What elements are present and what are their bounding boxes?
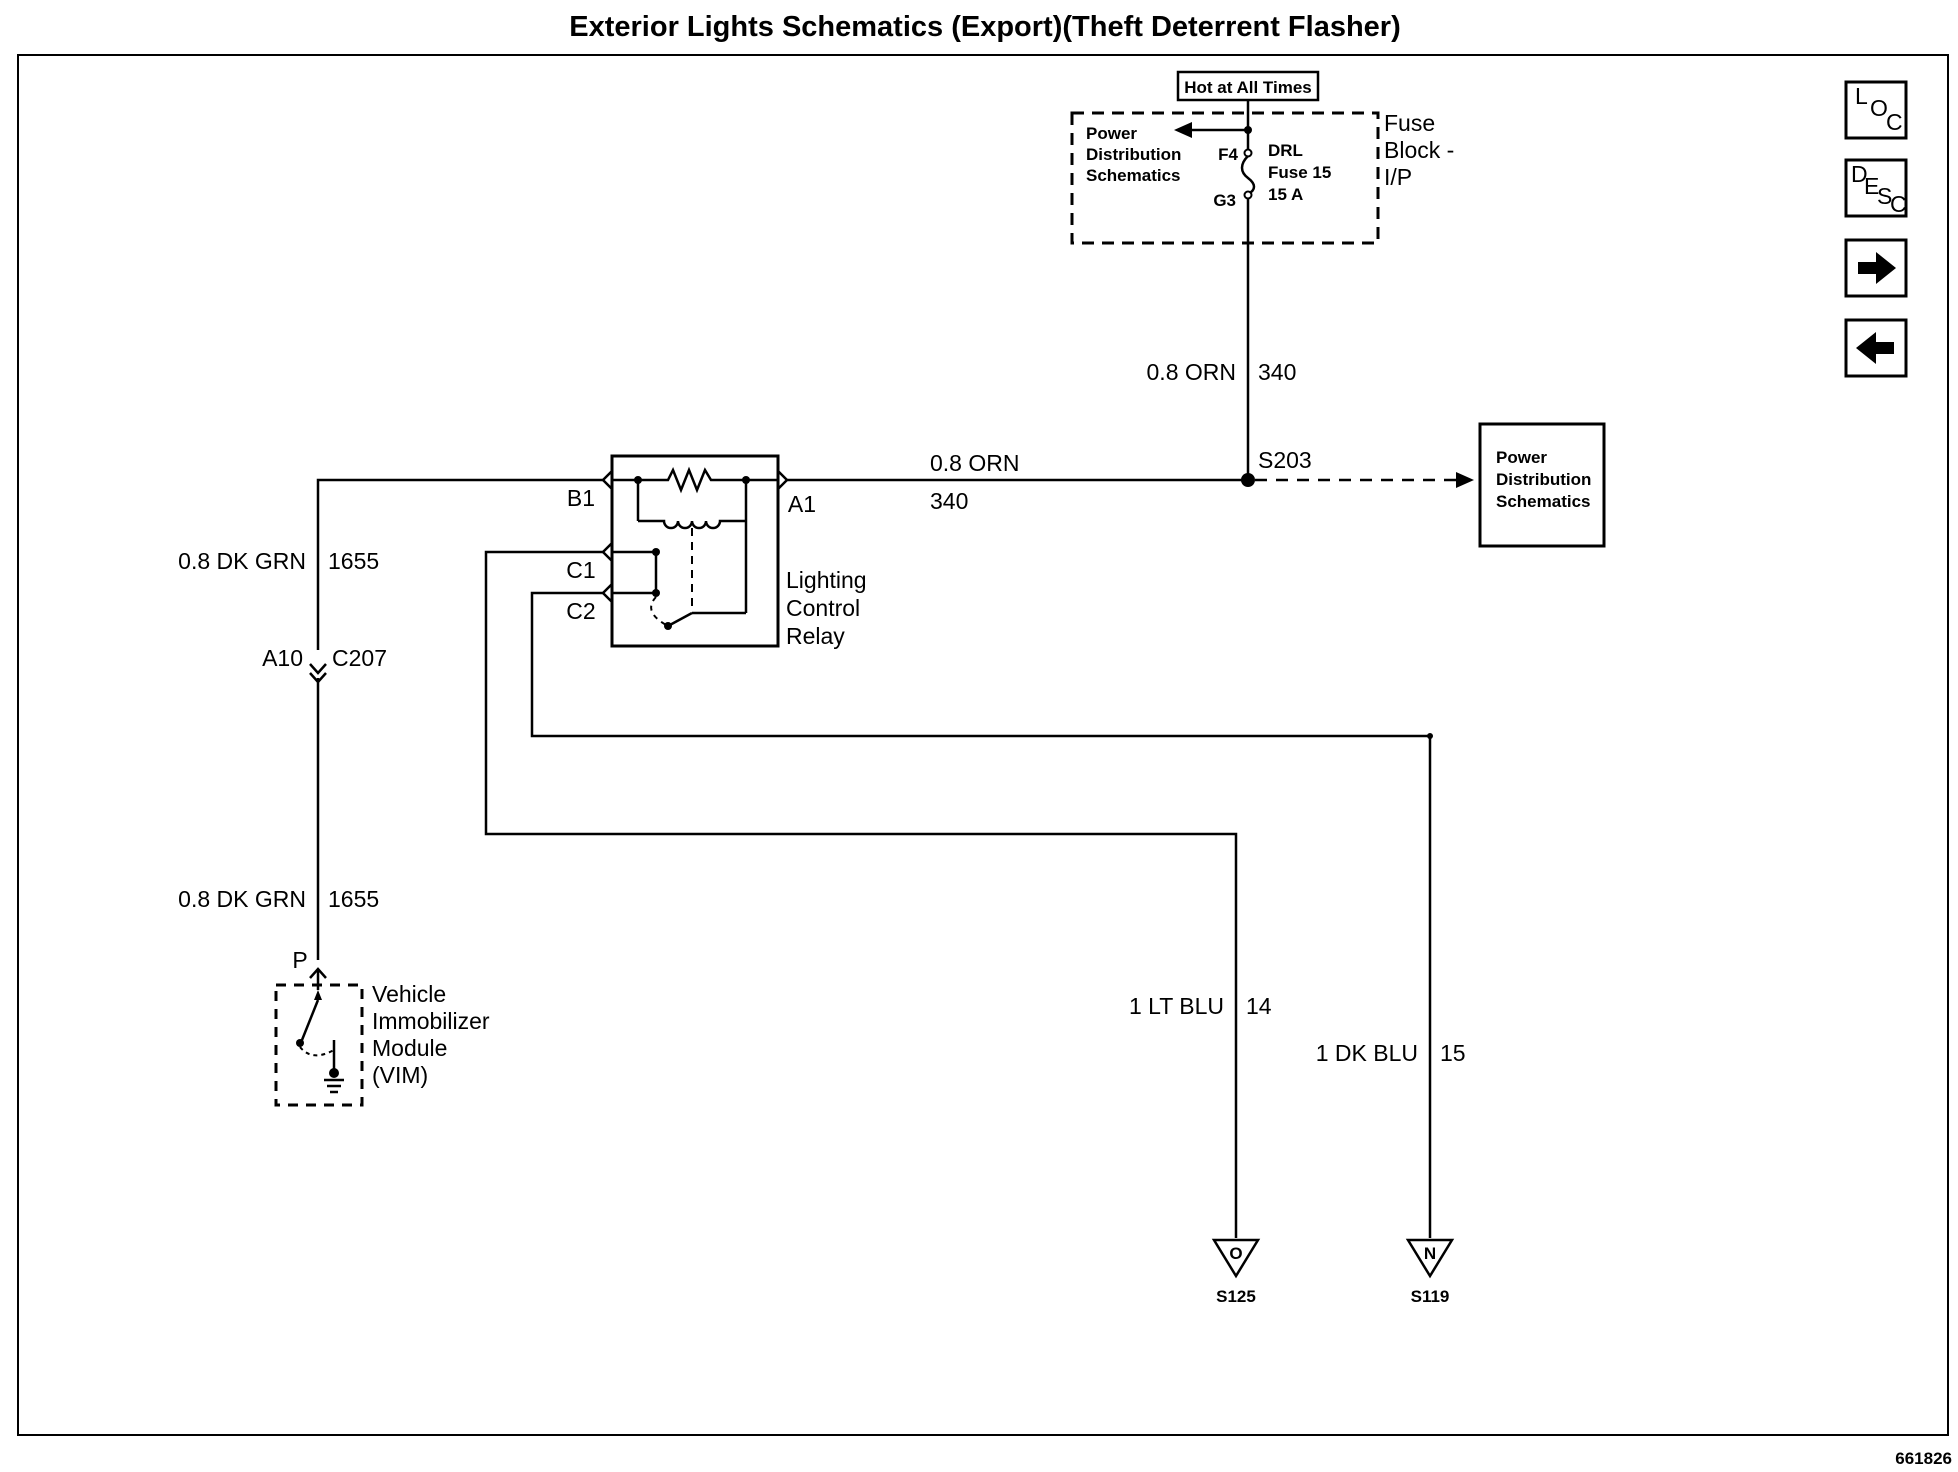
prev-page-button[interactable] xyxy=(1844,318,1908,378)
wire-340-vertical-circuit: 340 xyxy=(1258,359,1296,385)
relay-name-line-3: Relay xyxy=(786,623,845,649)
arrow-right-icon xyxy=(1456,472,1474,488)
hot-at-all-times-label: Hot at All Times xyxy=(1184,78,1312,97)
wire-340-vertical: 0.8 ORN 340 xyxy=(1147,199,1296,480)
splice-s203-dot xyxy=(1241,473,1255,487)
arrow-left-icon xyxy=(1856,332,1894,364)
splice-ref-s119-letter: N xyxy=(1424,1244,1436,1263)
vim-name-line-1: Vehicle xyxy=(372,981,446,1007)
wire-1655: 0.8 DK GRN 1655 A10 C207 0.8 DK GRN 1655 xyxy=(178,478,603,960)
wire-14-circuit: 14 xyxy=(1246,993,1272,1019)
fuse-label-line-1: DRL xyxy=(1268,141,1303,160)
fuse-block-name-line-2: Block - xyxy=(1384,137,1454,163)
connector-pin-a10: A10 xyxy=(262,645,303,671)
wire-1655-lower-circuit: 1655 xyxy=(328,886,379,912)
wire-1655-upper-circuit: 1655 xyxy=(328,548,379,574)
fuse-block-name-line-3: I/P xyxy=(1384,164,1412,190)
desc-button[interactable]: D E S C xyxy=(1844,158,1908,218)
fuse-block: Hot at All Times Power Distribution Sche… xyxy=(1070,70,1454,245)
desc-letter-d: D xyxy=(1851,161,1868,187)
fuse-power-ref-line-1: Power xyxy=(1086,124,1137,143)
relay-pin-a1: A1 xyxy=(788,491,816,517)
wire-340-vertical-gauge: 0.8 ORN xyxy=(1147,359,1236,385)
vim-name-line-4: (VIM) xyxy=(372,1062,428,1088)
connector-name-c207: C207 xyxy=(332,645,387,671)
relay-pin-b1: B1 xyxy=(567,485,595,511)
fuse-block-name-line-1: Fuse xyxy=(1384,110,1435,136)
relay-coil-symbol xyxy=(638,519,746,530)
power-box-line-1: Power xyxy=(1496,448,1547,467)
relay-name-line-1: Lighting xyxy=(786,567,867,593)
wire-340-horizontal: 0.8 ORN 340 xyxy=(786,450,1242,514)
fuse-symbol xyxy=(1240,155,1256,196)
wire-15: 1 DK BLU 15 xyxy=(530,591,1466,1238)
loc-letter-c: C xyxy=(1886,109,1903,135)
splice-s203-label: S203 xyxy=(1258,447,1312,473)
vim-name-line-3: Module xyxy=(372,1035,447,1061)
lighting-control-relay: B1 A1 C1 C2 Lighting Control Relay xyxy=(566,454,867,649)
vim-pin-p: P xyxy=(292,947,307,973)
vim-name-line-2: Immobilizer xyxy=(372,1008,490,1034)
relay-pin-c2: C2 xyxy=(566,598,595,624)
power-box-line-2: Distribution xyxy=(1496,470,1591,489)
wire-15-gauge: 1 DK BLU xyxy=(1316,1040,1418,1066)
splice-ref-s125-letter: O xyxy=(1229,1244,1242,1263)
loc-letter-l: L xyxy=(1855,83,1868,109)
splice-ref-s125[interactable]: O S125 xyxy=(1211,1238,1261,1306)
fuse-power-ref-line-3: Schematics xyxy=(1086,166,1181,185)
splice-ref-s119[interactable]: N S119 xyxy=(1405,1238,1455,1306)
arrow-right-icon xyxy=(1858,252,1896,284)
splice-ref-s125-label: S125 xyxy=(1216,1287,1256,1306)
fuse-block-outline xyxy=(1070,111,1380,245)
fuse-pin-f4: F4 xyxy=(1218,145,1238,164)
fuse-label-line-2: Fuse 15 xyxy=(1268,163,1331,182)
wire-1655-upper-gauge: 0.8 DK GRN xyxy=(178,548,306,574)
loc-letter-o: O xyxy=(1870,95,1888,121)
next-page-button[interactable] xyxy=(1844,238,1908,298)
wire-14: 1 LT BLU 14 xyxy=(484,550,1272,1238)
relay-name-line-2: Control xyxy=(786,595,860,621)
vehicle-immobilizer-module: P Vehicle Immobilizer Module (VIM) xyxy=(274,947,490,1107)
figure-id: 661826 xyxy=(1895,1449,1952,1468)
fuse-label-line-3: 15 A xyxy=(1268,185,1303,204)
fuse-power-ref-line-2: Distribution xyxy=(1086,145,1181,164)
wire-1655-lower-gauge: 0.8 DK GRN xyxy=(178,886,306,912)
fuse-pin-g3: G3 xyxy=(1213,191,1236,210)
wire-340-horizontal-circuit: 340 xyxy=(930,488,968,514)
power-box-line-3: Schematics xyxy=(1496,492,1591,511)
desc-letter-s: S xyxy=(1877,183,1892,209)
arrow-left-icon xyxy=(1174,122,1192,138)
diagram-frame xyxy=(17,54,1949,1436)
resistor-symbol xyxy=(660,466,744,494)
wire-15-circuit: 15 xyxy=(1440,1040,1466,1066)
splice-ref-s119-label: S119 xyxy=(1411,1287,1450,1306)
relay-pin-c1: C1 xyxy=(566,557,595,583)
page-title: Exterior Lights Schematics (Export)(Thef… xyxy=(569,11,1401,43)
wire-14-gauge: 1 LT BLU xyxy=(1129,993,1224,1019)
vim-outline xyxy=(274,983,364,1107)
power-distribution-box[interactable]: Power Distribution Schematics xyxy=(1478,422,1606,548)
desc-letter-c: C xyxy=(1890,191,1907,217)
wire-340-horizontal-gauge: 0.8 ORN xyxy=(930,450,1019,476)
ground-icon xyxy=(324,1068,344,1094)
desc-letter-e: E xyxy=(1864,173,1879,199)
connector-chevron-a1 xyxy=(777,470,789,490)
loc-button[interactable]: L O C xyxy=(1844,80,1908,140)
